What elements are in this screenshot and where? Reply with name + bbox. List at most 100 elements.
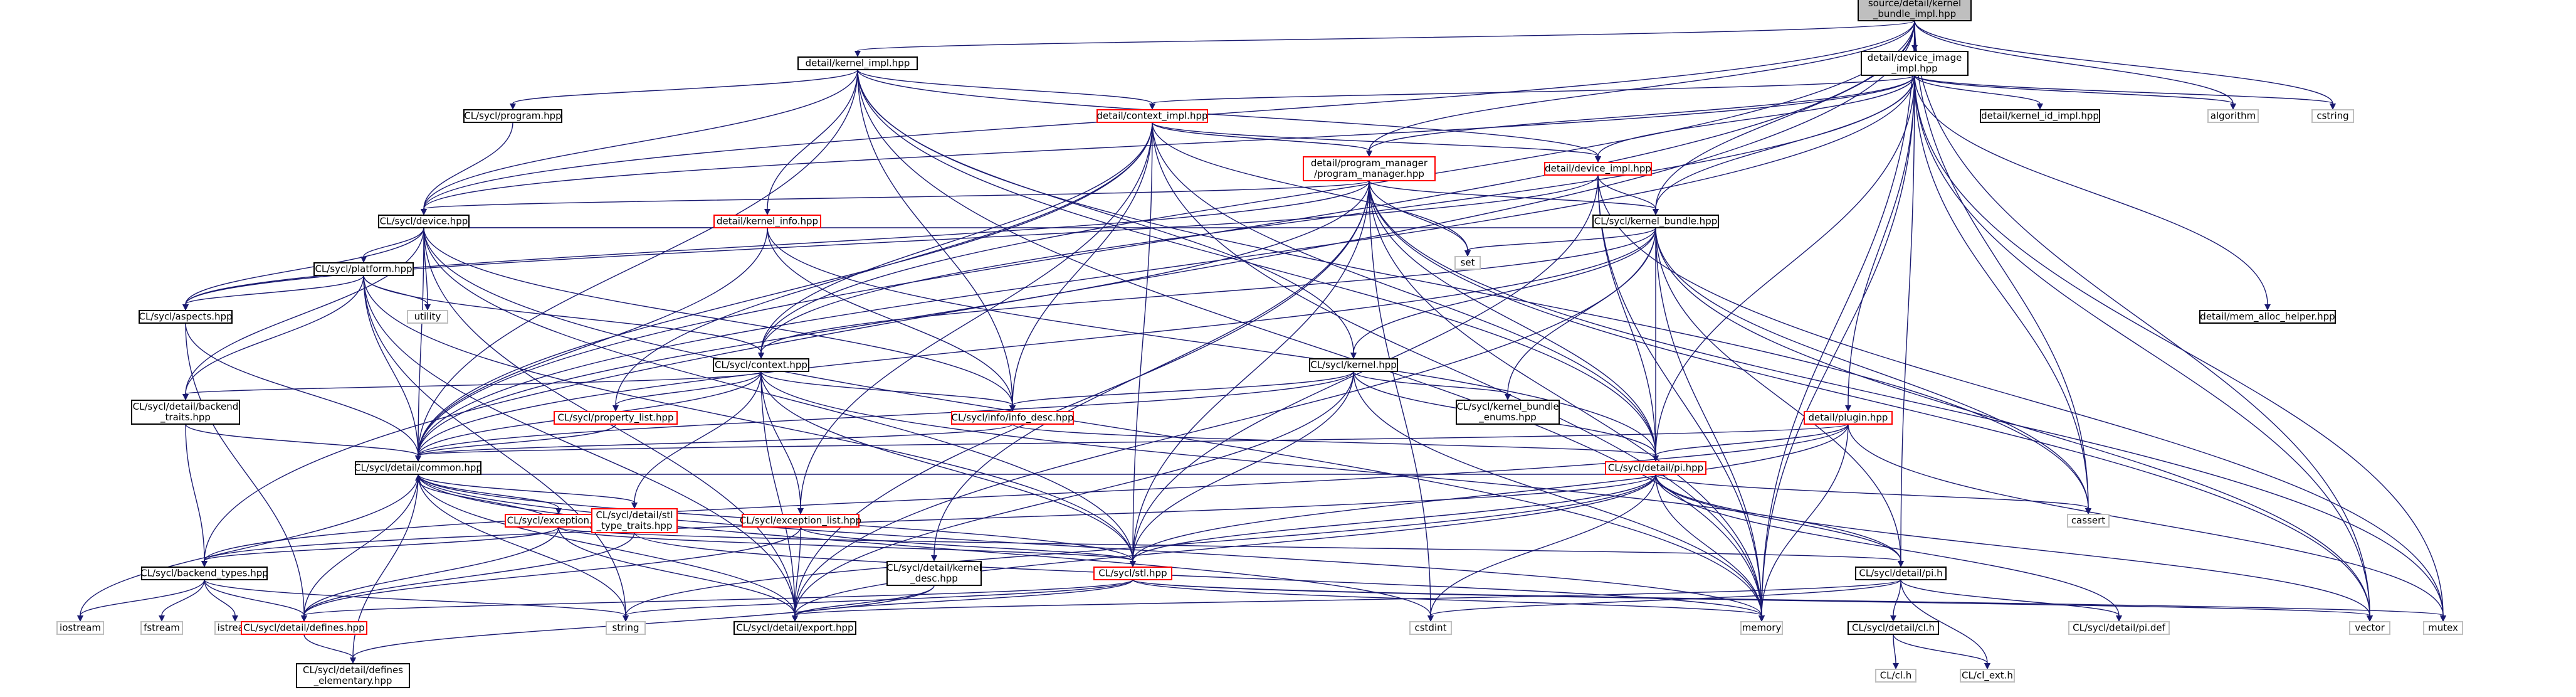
dependency-edge bbox=[794, 579, 1901, 616]
graph-node-mem-alloc-helper[interactable]: detail/mem_alloc_helper.hpp bbox=[2199, 310, 2336, 324]
node-label: detail/kernel_info.hpp bbox=[717, 216, 818, 228]
dependency-edge bbox=[1369, 75, 1915, 151]
node-label: detail/kernel_impl.hpp bbox=[806, 58, 910, 70]
graph-node-info-desc[interactable]: CL/sycl/info/info_desc.hpp bbox=[951, 411, 1074, 425]
graph-node-program[interactable]: CL/sycl/program.hpp bbox=[463, 109, 562, 123]
dependency-edge bbox=[363, 275, 1133, 561]
dependency-edge bbox=[1761, 75, 1915, 616]
graph-node-kernel-desc[interactable]: CL/sycl/detail/kernel_desc.hpp bbox=[886, 561, 982, 586]
dependency-edge bbox=[185, 423, 419, 456]
dependency-edge bbox=[418, 474, 635, 503]
graph-node-set: set bbox=[1454, 256, 1481, 270]
graph-node-fstream: fstream bbox=[140, 621, 183, 635]
graph-node-backend-types[interactable]: CL/sycl/backend_types.hpp bbox=[140, 567, 268, 580]
node-label: CL/cl.h bbox=[1880, 670, 1912, 681]
edge-arrowhead bbox=[2116, 615, 2122, 622]
graph-node-backend-traits[interactable]: CL/sycl/detail/backend_traits.hpp bbox=[131, 400, 240, 425]
graph-node-common[interactable]: CL/sycl/detail/common.hpp bbox=[354, 461, 482, 475]
dependency-edge bbox=[1914, 75, 2370, 616]
graph-node-cl-ext: CL/cl_ext.h bbox=[1960, 669, 2015, 683]
graph-node-property-list[interactable]: CL/sycl/property_list.hpp bbox=[554, 411, 678, 425]
graph-node-device-image-impl[interactable]: detail/device_image_impl.hpp bbox=[1861, 51, 1969, 76]
graph-node-root[interactable]: source/detail/kernel_bundle_impl.hpp bbox=[1858, 0, 1972, 21]
dependency-edge bbox=[857, 20, 1915, 51]
graph-node-cassert: cassert bbox=[2067, 514, 2110, 528]
dependency-edge bbox=[1893, 634, 1988, 664]
dependency-edge bbox=[1152, 122, 1599, 157]
graph-node-exception-list[interactable]: CL/sycl/exception_list.hpp bbox=[740, 514, 861, 528]
graph-node-plugin[interactable]: detail/plugin.hpp bbox=[1804, 411, 1893, 425]
dependency-edge bbox=[1132, 371, 1354, 561]
dependency-edge bbox=[857, 69, 1599, 157]
dependency-edge bbox=[794, 526, 801, 616]
dependency-edge bbox=[418, 423, 1849, 456]
graph-node-defines-elementary[interactable]: CL/sycl/detail/defines_elementary.hpp bbox=[296, 663, 410, 688]
dependency-edge bbox=[1914, 75, 2444, 616]
graph-node-stl[interactable]: CL/sycl/stl.hpp bbox=[1093, 567, 1172, 580]
dependency-edge bbox=[1132, 423, 1849, 561]
dependency-edge bbox=[1914, 75, 2268, 305]
dependency-edge bbox=[303, 532, 635, 616]
node-box bbox=[1592, 215, 1719, 228]
graph-node-kernel[interactable]: CL/sycl/kernel.hpp bbox=[1309, 358, 1398, 372]
graph-node-program-manager[interactable]: detail/program_manager/program_manager.h… bbox=[1303, 156, 1436, 181]
graph-node-device[interactable]: CL/sycl/device.hpp bbox=[378, 215, 470, 228]
dependency-edge bbox=[794, 180, 1370, 616]
dependency-edge bbox=[1655, 474, 2089, 509]
graph-node-kernel-id-impl[interactable]: detail/kernel_id_impl.hpp bbox=[1980, 109, 2100, 123]
dependency-edge bbox=[418, 474, 1762, 616]
edge-arrowhead bbox=[2440, 615, 2446, 622]
dependency-edge bbox=[363, 275, 626, 616]
dependency-edge bbox=[204, 474, 1656, 561]
graph-node-platform[interactable]: CL/sycl/platform.hpp bbox=[313, 262, 414, 276]
dependency-edge bbox=[794, 227, 1656, 616]
node-box bbox=[1861, 51, 1969, 76]
node-box bbox=[2349, 621, 2390, 635]
dependency-edge bbox=[185, 423, 205, 561]
graph-node-pi-def: CL/sycl/detail/pi.def bbox=[2068, 621, 2170, 635]
dependency-edge bbox=[1848, 423, 2444, 616]
graph-node-kernel-info[interactable]: detail/kernel_info.hpp bbox=[713, 215, 821, 228]
dependency-edge bbox=[625, 579, 1133, 616]
dependency-edge bbox=[1655, 474, 2370, 616]
dependency-edge bbox=[363, 227, 424, 257]
edge-arrowhead bbox=[159, 615, 165, 622]
node-label: CL/sycl/detail/defines.hpp bbox=[243, 622, 364, 634]
dependency-edge bbox=[423, 180, 1370, 210]
graph-node-aspects[interactable]: CL/sycl/aspects.hpp bbox=[139, 310, 233, 324]
node-label: CL/cl_ext.h bbox=[1962, 670, 2013, 682]
graph-node-kernel-bundle[interactable]: CL/sycl/kernel_bundle.hpp bbox=[1592, 215, 1719, 228]
dependency-edge bbox=[1430, 474, 1656, 616]
dependency-edge bbox=[423, 227, 1013, 406]
dependency-edge bbox=[1012, 122, 1153, 406]
graph-node-type-traits[interactable]: CL/sycl/detail/stl_type_traits.hpp bbox=[591, 508, 678, 533]
graph-node-context[interactable]: CL/sycl/context.hpp bbox=[713, 358, 809, 372]
graph-node-defines[interactable]: CL/sycl/detail/defines.hpp bbox=[241, 621, 367, 635]
edge-arrowhead bbox=[854, 51, 861, 57]
node-label: _traits.hpp bbox=[160, 412, 211, 423]
node-label: detail/kernel_id_impl.hpp bbox=[1981, 110, 2099, 122]
dependency-edge bbox=[625, 474, 1656, 616]
dependency-edge bbox=[1914, 75, 2333, 104]
node-label: string bbox=[612, 622, 639, 634]
dependency-edge bbox=[418, 75, 1915, 456]
graph-node-cl-h[interactable]: CL/sycl/detail/cl.h bbox=[1848, 621, 1939, 635]
graph-node-context-impl[interactable]: detail/context_impl.hpp bbox=[1096, 109, 1208, 123]
graph-node-algorithm: algorithm bbox=[2207, 109, 2259, 123]
node-label: CL/sycl/detail/stl bbox=[596, 509, 673, 521]
edge-arrowhead bbox=[631, 503, 638, 509]
graph-node-pi-h[interactable]: CL/sycl/detail/pi.h bbox=[1855, 567, 1947, 580]
graph-node-kernel-impl[interactable]: detail/kernel_impl.hpp bbox=[797, 56, 918, 70]
graph-node-device-impl[interactable]: detail/device_impl.hpp bbox=[1544, 162, 1652, 176]
dependency-edge bbox=[1914, 20, 2370, 616]
dependency-edge bbox=[1467, 227, 1656, 251]
dependency-edge bbox=[800, 122, 1153, 509]
dependency-edge bbox=[1152, 122, 1762, 616]
edge-arrowhead bbox=[415, 474, 421, 481]
graph-node-export[interactable]: CL/sycl/detail/export.hpp bbox=[733, 621, 856, 635]
dependency-edge bbox=[794, 474, 1656, 616]
node-box bbox=[1456, 400, 1560, 425]
dependency-edge bbox=[1655, 227, 2370, 616]
graph-node-kb-enums[interactable]: CL/sycl/kernel_bundle_enums.hpp bbox=[1456, 400, 1560, 425]
graph-node-pi-hpp[interactable]: CL/sycl/detail/pi.hpp bbox=[1605, 461, 1706, 475]
